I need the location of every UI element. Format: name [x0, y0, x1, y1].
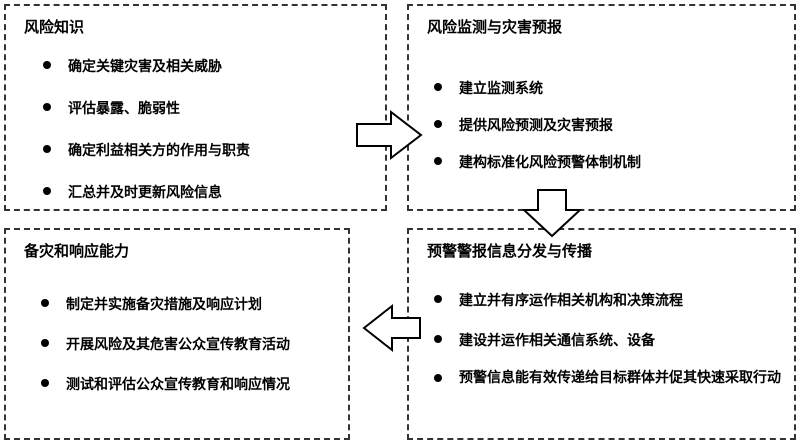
list-item: 提供风险预测及灾害预报 [429, 115, 641, 152]
list-item: 建立监测系统 [429, 78, 641, 115]
list-item-text: 制定并实施备灾措施及响应计划 [66, 297, 262, 313]
bullet-icon [434, 120, 442, 128]
list-item-text: 建立监测系统 [459, 81, 543, 97]
list-item-text: 建构标准化风险预警体制机制 [459, 155, 641, 171]
bullet-icon [41, 379, 49, 387]
list-item: 制定并实施备灾措施及响应计划 [36, 294, 290, 334]
bullet-icon [434, 335, 442, 343]
panel-title: 风险知识 [24, 18, 85, 36]
list-item-text: 开展风险及其危害公众宣传教育活动 [66, 337, 290, 353]
list-item: 建立并有序运作相关机构和决策流程 [429, 290, 789, 330]
list-item-text: 汇总并及时更新风险信息 [68, 185, 222, 201]
panel-dissemination: 预警警报信息分发与传播 建立并有序运作相关机构和决策流程 建设并运作相关通信系统… [407, 228, 796, 440]
bullet-icon [434, 374, 442, 382]
list-item-text: 建设并运作相关通信系统、设备 [459, 333, 655, 349]
bullet-icon [434, 295, 442, 303]
bullet-list: 确定关键灾害及相关威胁 评估暴露、脆弱性 确定利益相关方的作用与职责 汇总并及时… [38, 56, 250, 224]
bullet-list: 建立监测系统 提供风险预测及灾害预报 建构标准化风险预警体制机制 [429, 78, 641, 189]
list-item: 评估暴露、脆弱性 [38, 98, 250, 140]
list-item-text: 建立并有序运作相关机构和决策流程 [459, 293, 683, 309]
panel-title: 风险监测与灾害预报 [427, 18, 563, 36]
bullet-icon [41, 299, 49, 307]
bullet-icon [41, 339, 49, 347]
bullet-icon [434, 83, 442, 91]
list-item: 确定利益相关方的作用与职责 [38, 140, 250, 182]
list-item-text: 确定关键灾害及相关威胁 [68, 59, 222, 75]
arrow-right-icon [356, 109, 423, 161]
bullet-icon [434, 157, 442, 165]
bullet-list: 建立并有序运作相关机构和决策流程 建设并运作相关通信系统、设备 预警信息能有效传… [429, 290, 789, 410]
bullet-icon [43, 145, 51, 153]
panel-preparedness: 备灾和响应能力 制定并实施备灾措施及响应计划 开展风险及其危害公众宣传教育活动 … [4, 228, 350, 440]
panel-monitoring: 风险监测与灾害预报 建立监测系统 提供风险预测及灾害预报 建构标准化风险预警体制… [407, 4, 796, 211]
list-item-text: 预警信息能有效传递给目标群体并促其快速采取行动 [459, 370, 781, 386]
list-item-text: 评估暴露、脆弱性 [68, 101, 180, 117]
list-item: 确定关键灾害及相关威胁 [38, 56, 250, 98]
list-item: 开展风险及其危害公众宣传教育活动 [36, 334, 290, 374]
list-item: 汇总并及时更新风险信息 [38, 182, 250, 224]
bullet-list: 制定并实施备灾措施及响应计划 开展风险及其危害公众宣传教育活动 测试和评估公众宣… [36, 294, 290, 414]
list-item: 测试和评估公众宣传教育和响应情况 [36, 374, 290, 414]
arrow-left-icon [362, 303, 421, 353]
bullet-icon [43, 103, 51, 111]
panel-risk-knowledge: 风险知识 确定关键灾害及相关威胁 评估暴露、脆弱性 确定利益相关方的作用与职责 … [4, 4, 387, 211]
arrow-down-icon [521, 189, 583, 238]
bullet-icon [43, 187, 51, 195]
list-item: 预警信息能有效传递给目标群体并促其快速采取行动 [429, 360, 789, 400]
bullet-icon [43, 61, 51, 69]
list-item: 建构标准化风险预警体制机制 [429, 152, 641, 189]
panel-title: 预警警报信息分发与传播 [427, 242, 593, 260]
list-item-text: 提供风险预测及灾害预报 [459, 118, 613, 134]
list-item-text: 确定利益相关方的作用与职责 [68, 143, 250, 159]
panel-title: 备灾和响应能力 [24, 242, 130, 260]
list-item-text: 测试和评估公众宣传教育和响应情况 [66, 377, 290, 393]
list-item: 建设并运作相关通信系统、设备 [429, 330, 789, 370]
